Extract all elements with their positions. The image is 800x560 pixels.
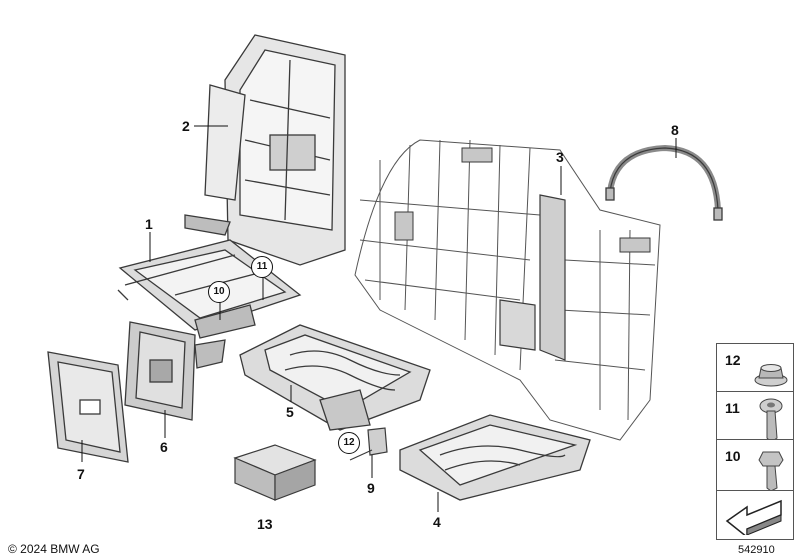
legend-label: 12: [725, 352, 741, 368]
callout-6: 6: [160, 439, 168, 455]
diagram-number: 542910: [738, 544, 775, 556]
callout-8: 8: [671, 122, 679, 138]
callout-5: 5: [286, 404, 294, 420]
direction-arrow-icon: [725, 499, 782, 535]
legend-label: 10: [725, 448, 741, 464]
assembly-direction-box: [716, 490, 794, 540]
hex-bolt-icon: [758, 451, 784, 492]
headrest-frame-part[interactable]: [605, 144, 723, 221]
callout-7: 7: [77, 466, 85, 482]
legend-item-10[interactable]: 10: [716, 439, 794, 495]
callout-13: 13: [257, 516, 273, 532]
rear-seat-wire-frame-part[interactable]: [354, 139, 661, 441]
backplate-part[interactable]: [124, 321, 226, 421]
flange-nut-icon: [754, 364, 788, 387]
leader-lines: [81, 125, 677, 512]
callout-10-circle: 10: [208, 281, 230, 303]
callout-4: 4: [433, 514, 441, 530]
copyright-text: © 2024 BMW AG: [8, 542, 100, 556]
torx-bolt-icon: [759, 398, 783, 443]
box-part[interactable]: [233, 444, 317, 501]
backrest-frame-part[interactable]: [184, 34, 346, 266]
callout-12-circle: 12: [338, 432, 360, 454]
seat-pan-part[interactable]: [239, 324, 431, 431]
callout-9: 9: [367, 480, 375, 496]
legend-item-12[interactable]: 12: [716, 343, 794, 399]
rear-seat-pan-part[interactable]: [399, 414, 591, 501]
clip-part[interactable]: [349, 427, 388, 461]
legend-label: 11: [725, 400, 740, 416]
callout-2: 2: [182, 118, 190, 134]
callout-1: 1: [145, 216, 153, 232]
callout-11-circle: 11: [251, 256, 273, 278]
callout-3: 3: [556, 149, 564, 165]
side-panel-part[interactable]: [47, 351, 129, 463]
legend-item-11[interactable]: 11: [716, 391, 794, 447]
